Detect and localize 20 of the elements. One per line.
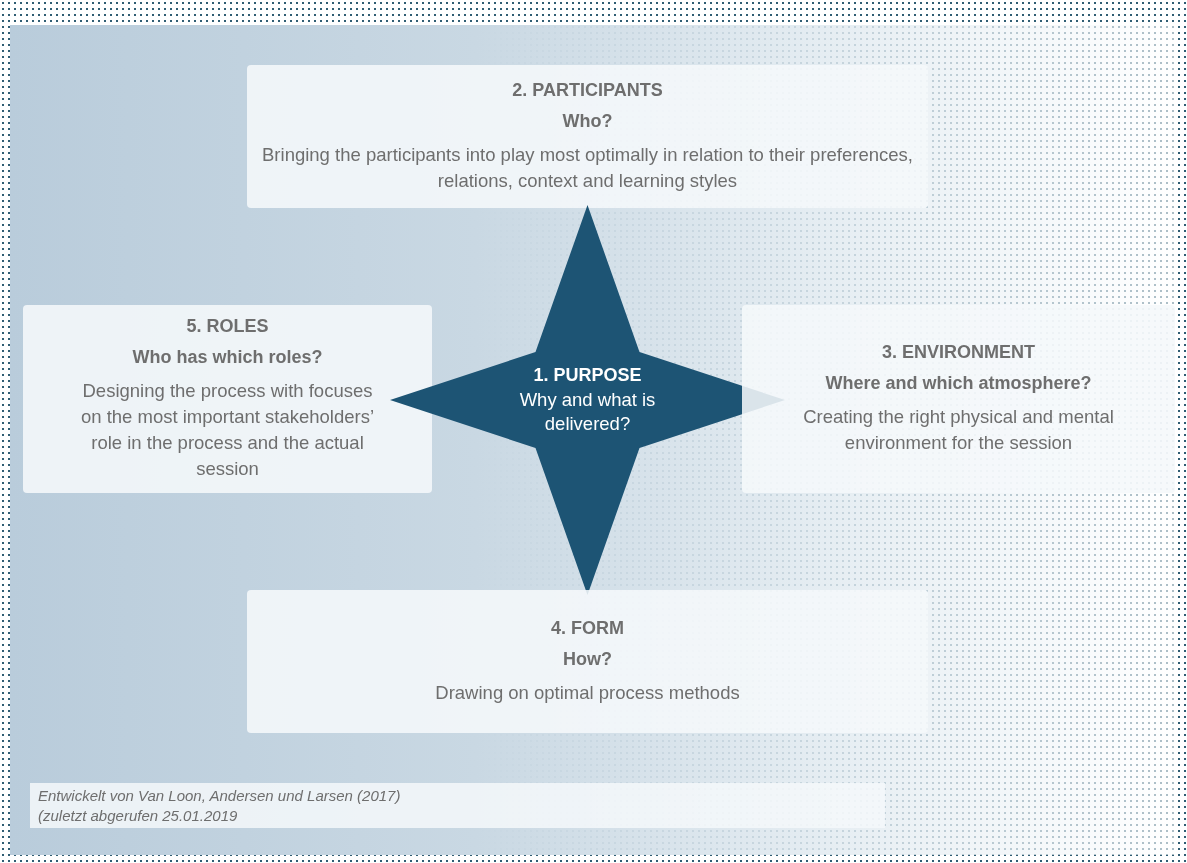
node-heading: 5. ROLES <box>185 316 270 337</box>
node-heading: 2. PARTICIPANTS <box>511 79 664 101</box>
node-subheading: Where and which atmosphere? <box>824 373 1093 394</box>
node-heading: 4. FORM <box>550 617 625 639</box>
node-subheading: Who? <box>561 110 614 132</box>
node-description: Creating the right physical and mental environment for the session <box>802 405 1115 455</box>
node-description: Drawing on optimal process methods <box>434 680 741 705</box>
info-card <box>742 305 1175 493</box>
node-subheading: How? <box>562 648 613 670</box>
info-card <box>23 305 432 493</box>
source-note: (zuletzt abgerufen 25.01.2019 <box>38 806 239 826</box>
node-subheading: Who has which roles? <box>131 347 324 368</box>
node-subheading: Why and what is delivered? <box>518 387 657 436</box>
node-heading: 3. ENVIRONMENT <box>881 342 1036 363</box>
info-card <box>247 65 928 208</box>
node-heading: 1. PURPOSE <box>532 364 643 386</box>
source-note: Entwickelt von Van Loon, Andersen und Larsen (2017) <box>38 786 402 806</box>
node-description: Bringing the participants into play most optimally in relation to their preferences, relations, context and learning styles <box>261 142 914 193</box>
node-description: Designing the process with focuses on the most important stakeholders’ role in the process and the actual session <box>79 379 376 481</box>
info-card <box>247 590 928 733</box>
